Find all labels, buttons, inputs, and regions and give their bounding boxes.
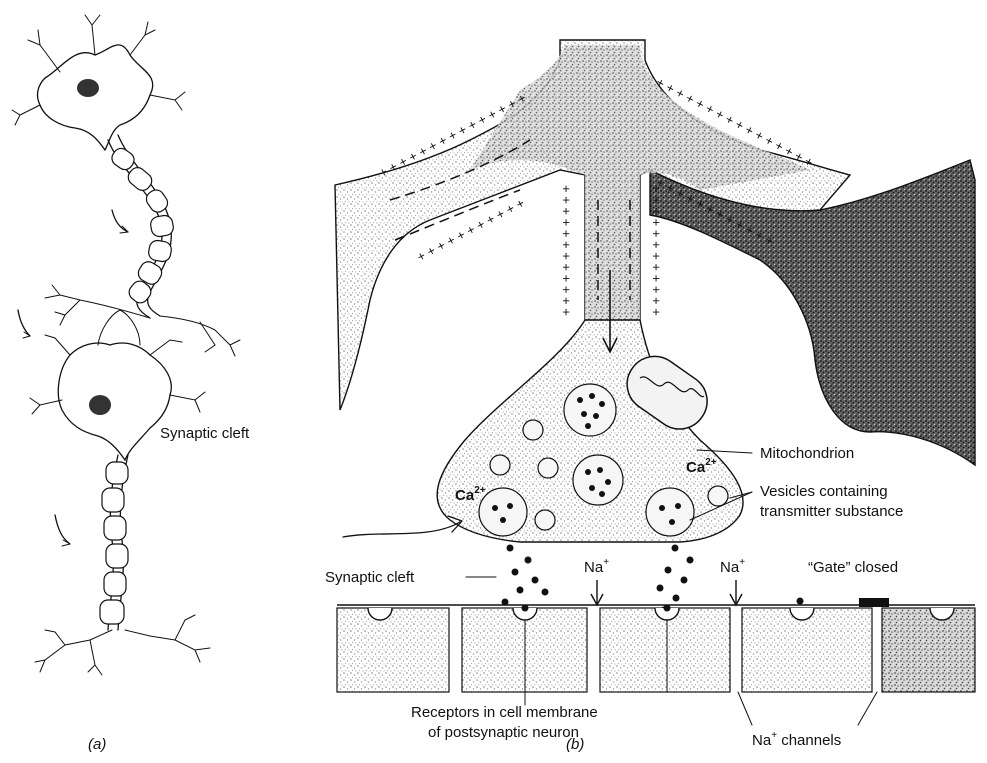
svg-text:Na+: Na+ (584, 557, 609, 576)
postsynaptic-membrane (337, 598, 975, 692)
receptors-label-line2: of postsynaptic neuron (428, 724, 579, 741)
panel-a-caption: (a) (88, 736, 106, 753)
synaptic-cleft-label-a: Synaptic cleft (160, 425, 250, 442)
synaptic-cleft-label-b: Synaptic cleft (325, 569, 415, 586)
sodium-arrows (591, 580, 742, 605)
ca-label-left: Ca (455, 487, 475, 504)
closed-gate (859, 598, 889, 607)
calcium-entry-arrow (343, 522, 460, 537)
flow-arrow-a2 (55, 515, 70, 544)
na-label-left: Na (584, 559, 604, 576)
vesicles-label-line2: transmitter substance (760, 503, 903, 520)
svg-text:Na+: Na+ (720, 557, 745, 576)
panel-b-synapse: + + + + + + + + + + + + + + + + + + + + … (325, 40, 975, 753)
vesicles-label-line1: Vesicles containing (760, 483, 888, 500)
receptors-label-line1: Receptors in cell membrane (411, 704, 598, 721)
lower-neuron-nucleus (89, 395, 111, 415)
lower-soma-top (98, 310, 140, 345)
svg-text:+ + + + + + + + + + + +: + + + + + + + + + + + + (559, 185, 574, 316)
upper-axon (108, 135, 175, 318)
lower-axon-terminals (35, 615, 210, 675)
gate-closed-label: “Gate” closed (808, 559, 898, 576)
panel-a-neurons: Synaptic cleft (a) (12, 15, 250, 753)
ca-label-right: Ca (686, 459, 706, 476)
upper-neuron-soma (38, 45, 153, 150)
lower-axon (55, 455, 128, 630)
mitochondrion-label: Mitochondrion (760, 445, 854, 462)
upper-neuron-nucleus (77, 79, 99, 97)
na-label-right: Na (720, 559, 740, 576)
svg-text:+ + + + + + + + + + + +: + + + + + + + + + + + + (649, 185, 664, 316)
lower-neuron-soma (58, 343, 171, 460)
na-channels-label: Na (752, 732, 772, 749)
panel-b-caption: (b) (566, 736, 584, 753)
svg-text:Na+ channels: Na+ channels (752, 730, 841, 749)
